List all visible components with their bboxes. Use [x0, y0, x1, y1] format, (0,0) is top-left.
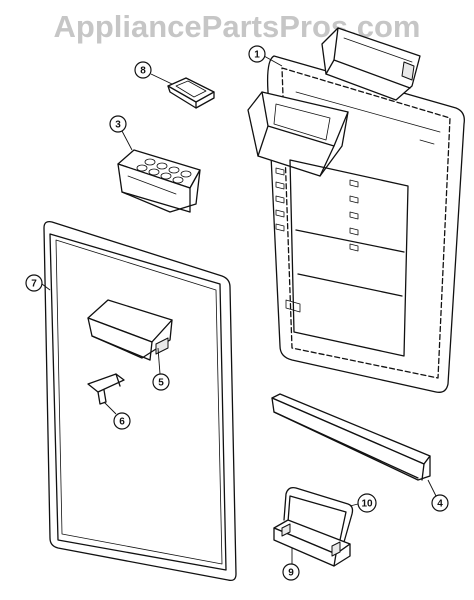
dairy-cover [321, 27, 421, 101]
svg-text:8: 8 [140, 66, 146, 77]
callout-8: 9 [282, 548, 300, 581]
svg-text:9: 9 [288, 568, 294, 579]
svg-text:1: 1 [254, 50, 260, 61]
door-liner [247, 55, 465, 393]
callout-1: 1 [248, 45, 283, 67]
part-10-wire-shelf [283, 486, 354, 543]
part-6-clip [87, 373, 125, 405]
callout-6: 6 [103, 401, 131, 430]
part-8-bracket [273, 519, 351, 567]
part-7-door-gasket [43, 220, 237, 582]
svg-text:4: 4 [437, 499, 443, 510]
part-9-tray [167, 77, 215, 109]
egg-cups [136, 158, 192, 184]
callout-3: 3 [109, 115, 133, 151]
callout-10: 10 [349, 493, 377, 513]
callout-7: 7 [25, 274, 51, 292]
part-3-egg-bin [117, 149, 201, 213]
callout-4: 4 [427, 479, 449, 512]
callout-9: 8 [134, 61, 173, 85]
svg-text:6: 6 [119, 417, 125, 428]
part-5-door-bin [87, 299, 173, 361]
svg-text:5: 5 [158, 378, 164, 389]
svg-text:3: 3 [115, 120, 121, 131]
part-4-door-shelf [271, 393, 431, 481]
svg-text:10: 10 [361, 499, 373, 510]
callout-5: 5 [152, 347, 170, 391]
svg-text:7: 7 [31, 279, 37, 290]
